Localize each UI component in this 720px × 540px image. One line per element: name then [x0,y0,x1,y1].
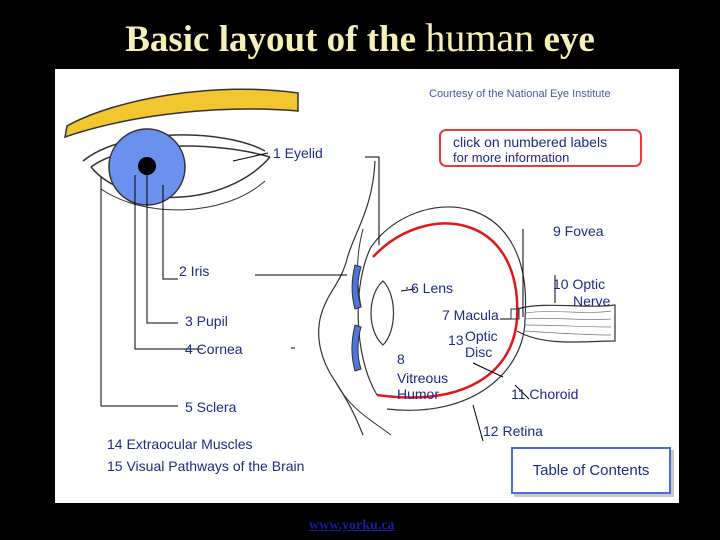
label-sclera[interactable]: 5 Sclera [185,399,237,415]
label-eyelid[interactable]: 1 Eyelid [273,145,323,161]
label-visual-pathways[interactable]: 15 Visual Pathways of the Brain [107,458,305,474]
optic-nerve-fibers [524,310,612,336]
label-pupil[interactable]: 3 Pupil [185,313,228,329]
label-optic-nerve-line2[interactable]: Nerve [573,293,611,309]
footer-link[interactable]: www.yorku.ca [309,518,395,533]
eye-outline-lower [90,156,271,199]
upper-eyelid [82,134,266,162]
label-optic-nerve-line1[interactable]: 10 Optic [553,276,606,292]
eye-diagram-panel: Courtesy of the National Eye Institute c… [55,69,679,503]
label-choroid[interactable]: 11 Choroid [511,386,579,402]
ciliary-upper [351,264,362,310]
macula-marker [510,308,520,320]
info-box-line-1: click on numbered labels [453,134,608,150]
lens-shape [370,280,394,346]
label-vitreous-line1[interactable]: Vitreous [397,370,449,386]
label-lens[interactable]: 6 Lens [411,280,454,296]
pupil-shape [138,157,156,175]
front-leader-lines [100,152,295,407]
optic-nerve [516,304,616,343]
front-eye-view [64,88,299,211]
title-part-1: Basic layout of the [125,19,426,60]
label-macula[interactable]: 7 Macula [442,307,499,323]
label-optic-disc-number[interactable]: 13 [448,332,464,348]
eye-diagram-drawing [64,88,616,442]
label-vitreous-line2[interactable]: Humor [397,386,440,402]
label-retina[interactable]: 12 Retina [483,423,543,439]
label-iris[interactable]: 2 Iris [179,263,210,279]
table-of-contents-button[interactable]: Table of Contents [511,447,671,494]
label-cornea[interactable]: 4 Cornea [185,341,243,357]
credit-text: Courtesy of the National Eye Institute [429,88,611,100]
eye-cross-section [318,160,616,436]
label-fovea[interactable]: 9 Fovea [553,223,604,239]
label-extraocular-muscles[interactable]: 14 Extraocular Muscles [107,436,253,452]
title-part-3: eye [534,19,595,60]
label-optic-disc-line1[interactable]: Optic [465,328,498,344]
sclera-outer [370,206,527,411]
brow-bone-outline [318,160,376,436]
eyebrow [64,88,299,139]
lower-lid-crease [100,180,266,211]
label-vitreous-number[interactable]: 8 [397,351,405,367]
title-part-2: human [425,15,535,60]
cornea-outline [357,246,378,396]
slide-title: Basic layout of the human eye [0,14,720,61]
info-box: click on numbered labels for more inform… [439,129,642,167]
info-box-line-2: for more information [453,150,570,165]
section-leader-lines [257,156,556,442]
skin-contour [334,380,392,436]
label-optic-disc-line2[interactable]: Disc [465,344,493,360]
ciliary-lower [351,324,362,372]
